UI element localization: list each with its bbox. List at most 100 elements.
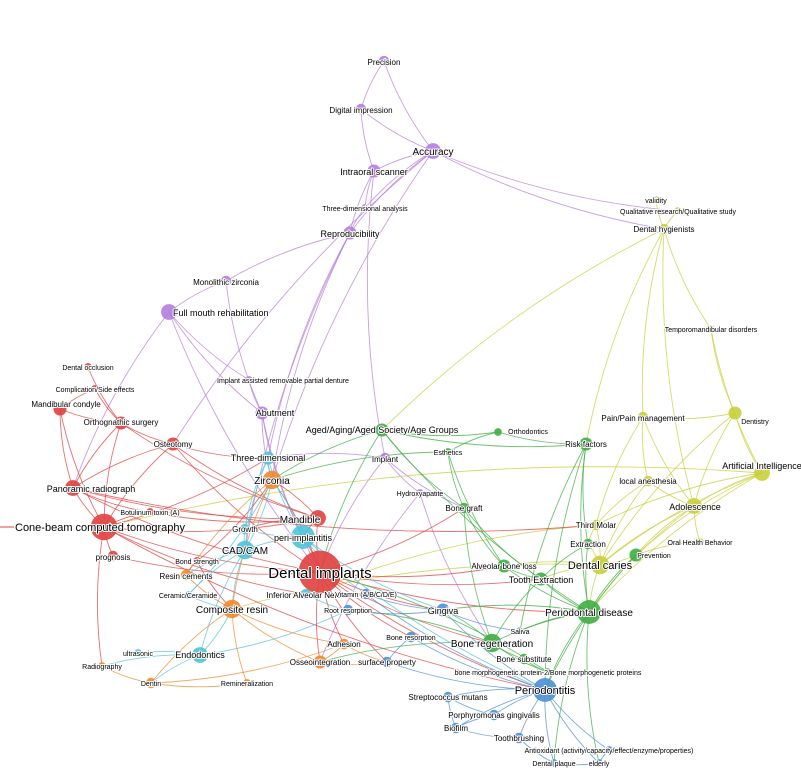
node-resin-cements[interactable]: [180, 569, 192, 581]
label-full-mouth: Full mouth rehabilitation: [173, 308, 269, 318]
node-three-dim-analysis[interactable]: [361, 204, 369, 212]
edge-precision-digital_impression: [360, 60, 385, 110]
node-precision[interactable]: [378, 55, 390, 67]
node-saliva[interactable]: [516, 627, 524, 635]
node-tmd[interactable]: [707, 325, 715, 333]
edge-dental_hygienists-pain: [641, 228, 665, 418]
node-third-molar[interactable]: [590, 519, 602, 531]
node-orthognathic[interactable]: [114, 416, 128, 430]
node-periodontitis[interactable]: [533, 678, 557, 702]
node-extraction[interactable]: [582, 538, 594, 550]
node-growth[interactable]: [239, 523, 251, 535]
edge-gingiva-saliva: [442, 609, 521, 632]
node-implant-assisted[interactable]: [245, 376, 253, 384]
node-osseointegration[interactable]: [313, 655, 327, 669]
node-botulinum[interactable]: [146, 508, 154, 516]
node-dental-caries[interactable]: [590, 555, 610, 575]
node-complication[interactable]: [91, 385, 99, 393]
edge-dental_implants-alveolar_bone_loss: [319, 565, 505, 578]
edge-osteotomy-mandible: [172, 443, 319, 519]
node-dental-hygienists[interactable]: [658, 223, 670, 235]
node-intraoral-scanner[interactable]: [367, 164, 381, 178]
node-local-anesthesia[interactable]: [642, 475, 654, 487]
node-osteotomy[interactable]: [166, 437, 180, 451]
node-bmp2[interactable]: [544, 668, 552, 676]
node-ultrasonic[interactable]: [134, 649, 142, 657]
node-dentistry[interactable]: [728, 406, 742, 420]
edge-endodontics-root_resorption: [199, 609, 349, 656]
node-aged[interactable]: [375, 423, 389, 437]
edge-local_anesthesia-third_molar: [595, 480, 649, 526]
node-prevention[interactable]: [629, 548, 643, 562]
node-orthodontics[interactable]: [494, 428, 502, 436]
edge-full_mouth-abutment: [168, 311, 263, 414]
node-qualitative[interactable]: [674, 207, 682, 215]
node-esthetics[interactable]: [444, 448, 452, 456]
node-remineralization[interactable]: [243, 679, 251, 687]
node-bone-regeneration[interactable]: [482, 633, 502, 653]
node-biofilm[interactable]: [450, 722, 462, 734]
edge-cbct-inferior_alveolar: [103, 526, 307, 595]
edge-accuracy-zirconia: [271, 150, 434, 481]
label-elderly: elderly: [589, 761, 610, 768]
node-toothbrushing[interactable]: [513, 732, 525, 744]
label-antioxidant: Antioxidant (activity/capacity/effect/en…: [525, 748, 694, 755]
edge-dental_caries-composite_resin: [231, 563, 601, 610]
node-streptococcus[interactable]: [442, 691, 454, 703]
node-alveolar-bone-loss[interactable]: [497, 559, 511, 573]
node-implant[interactable]: [379, 452, 391, 464]
node-dental-occlusion[interactable]: [84, 363, 92, 371]
node-radiography[interactable]: [98, 662, 106, 670]
node-composite-resin[interactable]: [222, 599, 242, 619]
node-bond-strength[interactable]: [193, 557, 201, 565]
node-endodontics[interactable]: [192, 647, 208, 663]
node-cbct[interactable]: [90, 513, 118, 541]
node-zirconia[interactable]: [262, 470, 282, 490]
node-dental-implants[interactable]: [298, 550, 342, 594]
node-panoramic[interactable]: [65, 480, 81, 496]
node-abutment[interactable]: [255, 406, 269, 420]
node-accuracy[interactable]: [425, 143, 441, 159]
node-surface-property[interactable]: [381, 656, 393, 668]
node-pain[interactable]: [637, 411, 649, 423]
node-mandible[interactable]: [310, 510, 326, 526]
node-bone-substitute[interactable]: [518, 653, 530, 665]
node-antioxidant[interactable]: [605, 746, 613, 754]
node-porphyromonas[interactable]: [488, 709, 500, 721]
label-dentin: Dentin: [141, 681, 161, 688]
node-risk-factors[interactable]: [579, 437, 593, 451]
node-root-resorption[interactable]: [342, 604, 354, 616]
node-ai[interactable]: [754, 465, 770, 481]
node-hydroxyapatite[interactable]: [416, 489, 424, 497]
node-tooth-extraction[interactable]: [534, 572, 548, 586]
node-adolescence[interactable]: [686, 498, 702, 514]
node-cadcam[interactable]: [235, 540, 255, 560]
node-validity[interactable]: [652, 196, 660, 204]
node-dental-plaque[interactable]: [550, 759, 558, 767]
label-bone-resorption: Bone resorption: [386, 635, 436, 642]
node-prognosis[interactable]: [107, 550, 119, 562]
label-third-molar: Third Molar: [576, 521, 617, 530]
node-elderly[interactable]: [595, 759, 603, 767]
node-reproducibility[interactable]: [343, 226, 357, 240]
node-bone-resorption[interactable]: [405, 631, 417, 643]
node-digital-impression[interactable]: [355, 103, 367, 115]
edge-bone_graft-alveolar_bone_loss: [463, 507, 505, 567]
node-ceramic[interactable]: [184, 591, 192, 599]
node-mandibular-condyle[interactable]: [53, 402, 67, 416]
node-gingiva[interactable]: [436, 603, 450, 617]
node-adhesion[interactable]: [338, 638, 350, 650]
edge-panoramic-dental_implants: [72, 487, 321, 573]
node-bone-graft[interactable]: [458, 502, 470, 514]
node-vitamin[interactable]: [360, 588, 372, 600]
node-monolithic-zirconia[interactable]: [220, 275, 232, 287]
node-oral-health-behavior[interactable]: [696, 538, 704, 546]
node-periodontal-disease[interactable]: [577, 600, 601, 624]
node-full-mouth[interactable]: [161, 304, 177, 320]
node-inferior-alveolar[interactable]: [300, 588, 312, 600]
node-peri-implantitis[interactable]: [291, 525, 315, 549]
node-dentin[interactable]: [145, 677, 157, 689]
node-three-dimensional[interactable]: [261, 451, 275, 465]
label-local-anesthesia: local anesthesia: [619, 477, 677, 486]
edge-cbct-three_dimensional: [103, 457, 269, 528]
